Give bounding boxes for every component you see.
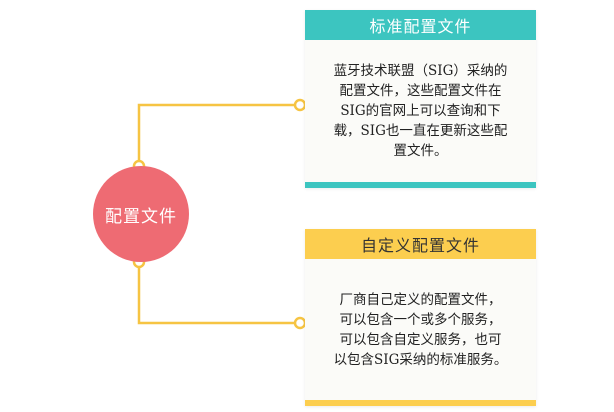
connector-top bbox=[137, 103, 300, 166]
card-text-line: 载，SIG也一直在更新这些配 bbox=[333, 123, 508, 139]
card-bottom-bar bbox=[305, 400, 536, 406]
card-description: 蓝牙技术联盟（SIG）采纳的 配置文件，这些配置文件在 SIG的官网上可以查询和… bbox=[305, 40, 536, 182]
custom-profile-card: 自定义配置文件 厂商自己定义的配置文件， 可以包含一个或多个服务， 可以包含自定… bbox=[305, 229, 536, 406]
card-text-line: 厂商自己定义的配置文件， bbox=[339, 291, 502, 308]
card-text-line: 以包含SIG采纳的标准服务。 bbox=[333, 351, 508, 368]
card-title: 自定义配置文件 bbox=[305, 229, 536, 259]
card-description: 厂商自己定义的配置文件， 可以包含一个或多个服务， 可以包含自定义服务，也可 以… bbox=[305, 259, 536, 400]
card-text-line: 配置文件，这些配置文件在 bbox=[339, 83, 502, 99]
card-bottom-bar bbox=[305, 182, 536, 188]
card-text-line: 可以包含一个或多个服务， bbox=[339, 311, 502, 328]
center-node: 配置文件 bbox=[93, 166, 189, 262]
center-node-label: 配置文件 bbox=[105, 206, 177, 227]
card-text-line: 蓝牙技术联盟（SIG）采纳的 bbox=[333, 63, 508, 79]
standard-profile-card: 标准配置文件 蓝牙技术联盟（SIG）采纳的 配置文件，这些配置文件在 SIG的官… bbox=[305, 10, 536, 188]
connector-dot-top-end bbox=[293, 98, 307, 112]
card-text-line: 可以包含自定义服务，也可 bbox=[339, 331, 502, 348]
connector-dot-bottom-end bbox=[293, 316, 307, 330]
card-text-line: 置文件。 bbox=[393, 143, 448, 159]
connector-bottom bbox=[137, 262, 300, 325]
card-title: 标准配置文件 bbox=[305, 10, 536, 40]
card-text-line: SIG的官网上可以查询和下 bbox=[340, 103, 501, 119]
